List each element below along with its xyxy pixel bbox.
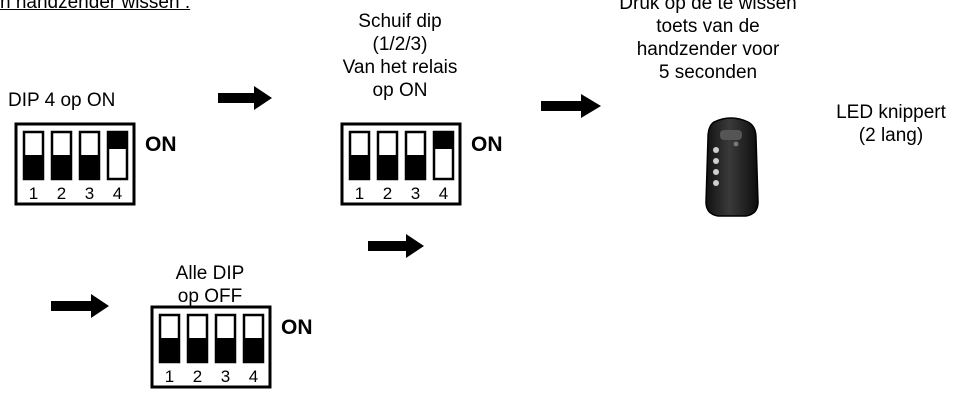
dip-knob — [160, 338, 179, 362]
dip-number: 2 — [57, 184, 66, 203]
dip-number: 3 — [221, 367, 230, 386]
dip-switch-slot — [376, 130, 399, 181]
dip-number: 2 — [193, 367, 202, 386]
dip-switch-slot — [106, 130, 129, 181]
dip-switch-slot — [78, 130, 101, 181]
dip-on-label: ON — [471, 133, 503, 156]
dip-switch-slot — [348, 130, 371, 181]
right-arrow-icon — [541, 94, 601, 118]
dip-knob — [350, 155, 369, 179]
dip-frame — [14, 122, 136, 206]
step3-label: Druk op de te wissen toets van de handze… — [598, 0, 818, 84]
step2-line-4: op ON — [372, 80, 428, 101]
dip-on-label: ON — [281, 316, 313, 339]
dip-number: 1 — [355, 184, 364, 203]
page-heading: n handzender wissen : — [0, 0, 191, 13]
dip-switch-slot — [22, 130, 45, 181]
right-arrow-icon — [51, 294, 109, 318]
dip-switch-slot — [50, 130, 73, 181]
dip-number: 1 — [29, 184, 38, 203]
step3-line-4: 5 seconden — [658, 62, 758, 83]
step3-line-3: handzender voor — [636, 39, 780, 60]
dip-number: 2 — [383, 184, 392, 203]
step2-line-2: (1/2/3) — [372, 34, 428, 55]
step3-line-1: Druk op de te wissen — [619, 0, 797, 14]
dip-number: 4 — [113, 184, 122, 203]
step2-label: Schuif dip (1/2/3) Van het relais op ON — [300, 10, 500, 102]
dip-switch-slot — [432, 130, 455, 181]
step2-line-3: Van het relais — [342, 57, 458, 78]
step1-label: DIP 4 op ON — [8, 90, 116, 111]
dip-knob — [406, 155, 425, 179]
dip-knob — [378, 155, 397, 179]
step4-label: LED knippert (2 lang) — [816, 101, 966, 147]
dip-switch-slot — [404, 130, 427, 181]
dip-number: 1 — [165, 367, 174, 386]
step3-line-2: toets van de — [656, 16, 760, 37]
step4-line-1: LED knippert — [836, 102, 946, 123]
dip-on-label: ON — [145, 133, 177, 156]
dip-number: 4 — [249, 367, 258, 386]
step5-line-2: op OFF — [177, 286, 243, 307]
dip-number: 3 — [411, 184, 420, 203]
dip-switch-slot — [186, 313, 209, 364]
dip-number: 4 — [439, 184, 448, 203]
dip-knob — [108, 132, 127, 149]
dip-knob — [188, 338, 207, 362]
dip-switch-slot — [158, 313, 181, 364]
dip-knob — [52, 155, 71, 179]
dip-frame — [150, 305, 272, 389]
step5-line-1: Alle DIP — [175, 263, 245, 284]
dip-frame — [340, 122, 462, 206]
step4-line-2: (2 lang) — [858, 125, 924, 146]
dip-switch-slot — [214, 313, 237, 364]
dip-knob — [434, 132, 453, 149]
dip-number: 3 — [85, 184, 94, 203]
step2-line-1: Schuif dip — [358, 11, 442, 32]
dip-knob — [80, 155, 99, 179]
dip-knob — [216, 338, 235, 362]
right-arrow-icon — [368, 234, 424, 258]
step5-label: Alle DIP op OFF — [140, 262, 280, 308]
remote-control-icon — [705, 117, 759, 217]
dip-switch-slot — [242, 313, 265, 364]
dip-knob — [244, 338, 263, 362]
right-arrow-icon — [218, 86, 272, 110]
dip-knob — [24, 155, 43, 179]
